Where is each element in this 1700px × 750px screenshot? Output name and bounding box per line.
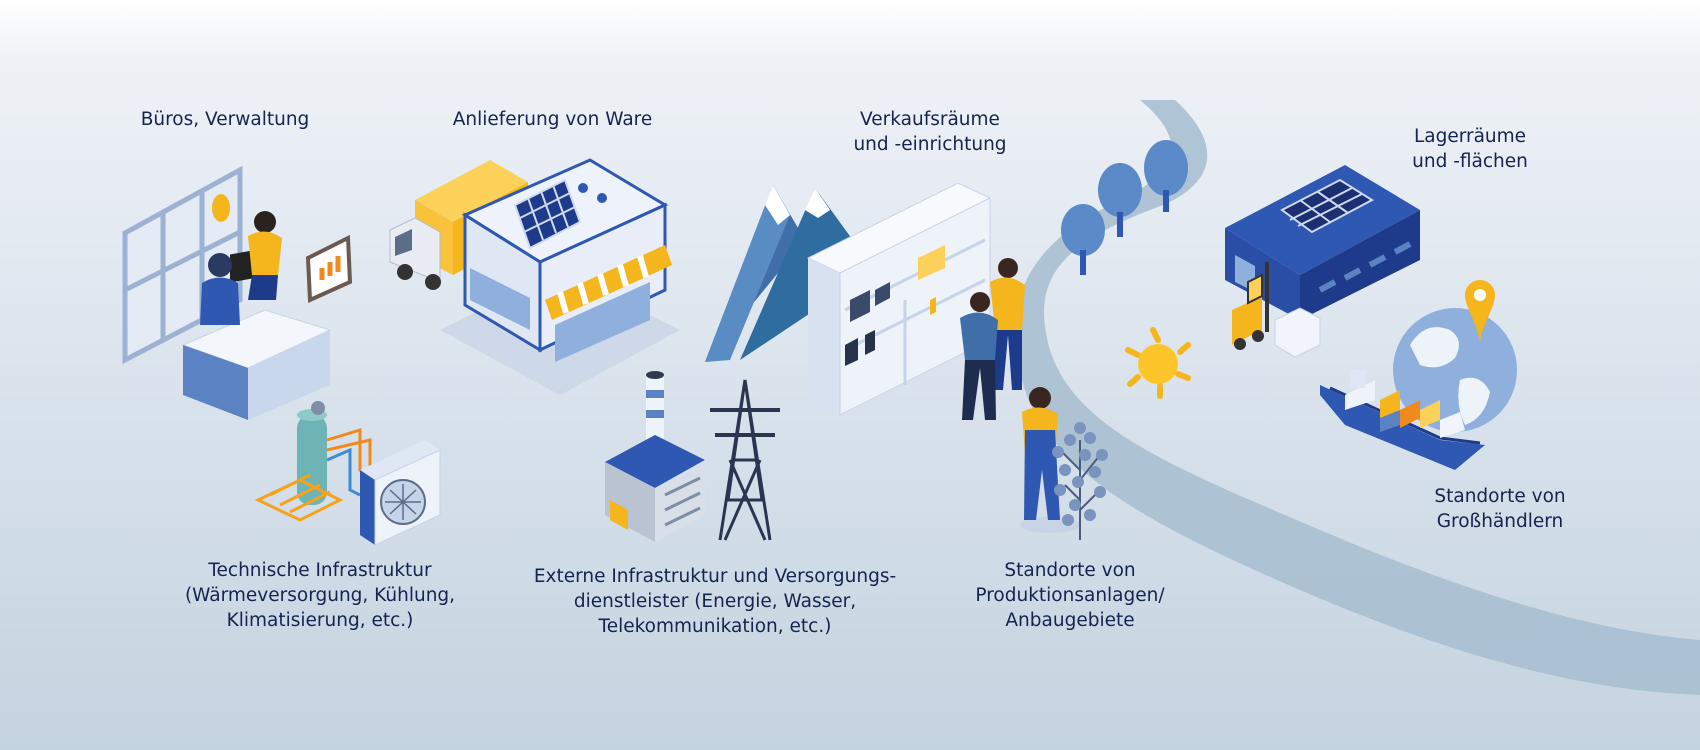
tree-icon <box>1061 140 1188 275</box>
label-delivery: Anlieferung von Ware <box>430 107 675 132</box>
label-storage-line-1: Lagerräume <box>1413 126 1527 147</box>
sun-icon <box>1125 327 1191 399</box>
label-storage: Lagerräume und -flächen <box>1380 124 1560 174</box>
label-technical-line-2: (Wärmeversorgung, Kühlung, <box>184 585 456 606</box>
label-offices: Büros, Verwaltung <box>125 107 325 132</box>
label-wholesale: Standorte von Großhändlern <box>1410 484 1590 534</box>
display-shelf-icon <box>806 182 992 416</box>
label-technical-line-3: Klimatisierung, etc.) <box>226 610 414 631</box>
label-delivery-line-1: Anlieferung von Ware <box>452 109 653 130</box>
label-production-line-1: Standorte von <box>1004 560 1136 581</box>
label-technical: Technische Infrastruktur (Wärmeversorgun… <box>170 558 470 633</box>
farmer-icon <box>1020 387 1080 533</box>
heat-pump-icon <box>254 401 441 546</box>
label-sales-line-2: und -einrichtung <box>853 134 1007 155</box>
container-ship-icon <box>1320 370 1485 470</box>
office-desk-icon <box>122 165 353 420</box>
label-sales-line-1: Verkaufsräume <box>860 109 1000 130</box>
customer-figures <box>960 258 1025 420</box>
label-offices-line-1: Büros, Verwaltung <box>140 109 310 130</box>
power-plant-icon <box>605 371 705 542</box>
label-external: Externe Infrastruktur und Versorgungs- d… <box>520 564 910 639</box>
label-production-line-3: Anbaugebiete <box>1005 610 1135 631</box>
label-external-line-2: dienstleister (Energie, Wasser, <box>573 591 857 612</box>
label-technical-line-1: Technische Infrastruktur <box>208 560 432 581</box>
globe-icon <box>1393 308 1517 432</box>
label-wholesale-line-2: Großhändlern <box>1436 511 1564 532</box>
forklift-icon <box>1232 262 1321 358</box>
label-sales: Verkaufsräume und -einrichtung <box>820 107 1040 157</box>
location-pin-icon <box>1465 280 1495 345</box>
plant-icon <box>1052 422 1108 540</box>
label-production: Standorte von Produktionsanlagen/ Anbaug… <box>960 558 1180 633</box>
river <box>1015 100 1700 695</box>
label-wholesale-line-1: Standorte von <box>1434 486 1566 507</box>
solar-panel-icon <box>513 178 607 250</box>
power-pylon-icon <box>710 379 780 541</box>
label-external-line-1: Externe Infrastruktur und Versorgungs- <box>533 566 897 587</box>
mountain-icon <box>705 185 860 362</box>
label-storage-line-2: und -flächen <box>1412 151 1528 172</box>
label-production-line-2: Produktionsanlagen/ <box>975 585 1165 606</box>
label-external-line-3: Telekommunikation, etc.) <box>598 616 832 637</box>
